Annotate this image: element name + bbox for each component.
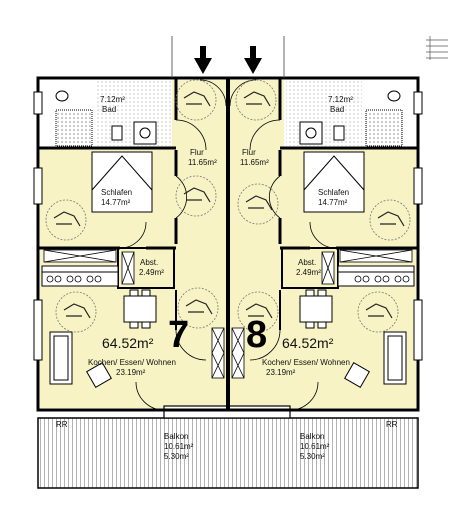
flur-label-7: Flur [190,148,204,157]
schlafen-label-8: Schlafen [318,188,350,197]
entry-arrow-icon [194,46,262,74]
wheelchair-circle-icon [45,79,411,333]
unit-number-7: 7 [168,314,190,356]
unit-number-8: 8 [246,314,268,356]
stair-hatching [426,36,448,60]
storage-shelf [121,251,335,285]
balcony-deck [37,405,419,489]
rr-label-8: RR [386,420,398,429]
abst-area-7: 2.49m² [139,268,164,277]
balkon-area1-8: 10.61m² [300,442,330,451]
flur-area-7: 11.65m² [188,158,217,167]
table-icon [123,289,333,329]
wohnen-label-8: Kochen/ Essen/ Wohnen [262,358,350,367]
entry-stairs [171,36,285,78]
door-swings [117,79,339,411]
bad-area-7: 7.12m² [100,95,125,104]
balkon-label-8: Balkon [300,432,325,441]
sofa-icon [49,331,407,388]
wohnen-label-7: Kochen/ Essen/ Wohnen [88,358,176,367]
balkon-area1-7: 10.61m² [164,442,194,451]
bad-label-8: Bad [330,105,345,114]
flur-area-8: 11.65m² [240,158,269,167]
kitchen-counter [41,265,415,287]
total-area-8: 64.52m² [282,335,334,351]
upper-cabinets [43,249,413,263]
schlafen-label-7: Schlafen [101,188,133,197]
abst-area-8: 2.49m² [296,268,321,277]
stove-burners [46,275,410,283]
bed-icon [91,151,365,213]
bad-label-7: Bad [102,105,117,114]
abst-label-8: Abst. [298,258,317,267]
schlafen-area-8: 14.77m² [318,198,348,207]
balkon-area2-7: 5.30m² [164,452,189,461]
walls [36,76,420,412]
wohnen-area-7: 23.19m² [116,368,146,377]
bad-area-8: 7.12m² [328,95,353,104]
total-area-7: 64.52m² [102,335,154,351]
corridor-shelves [211,327,245,379]
windows [33,91,423,361]
bath-fixtures [55,90,403,147]
balkon-label-7: Balkon [164,432,189,441]
rr-label-7: RR [56,420,68,429]
schlafen-area-7: 14.77m² [101,198,131,207]
flur-label-8: Flur [242,148,256,157]
balkon-area2-8: 5.30m² [300,452,325,461]
abst-label-7: Abst. [140,258,159,267]
wheelchair-figure [53,91,405,319]
wohnen-area-8: 23.19m² [266,368,296,377]
